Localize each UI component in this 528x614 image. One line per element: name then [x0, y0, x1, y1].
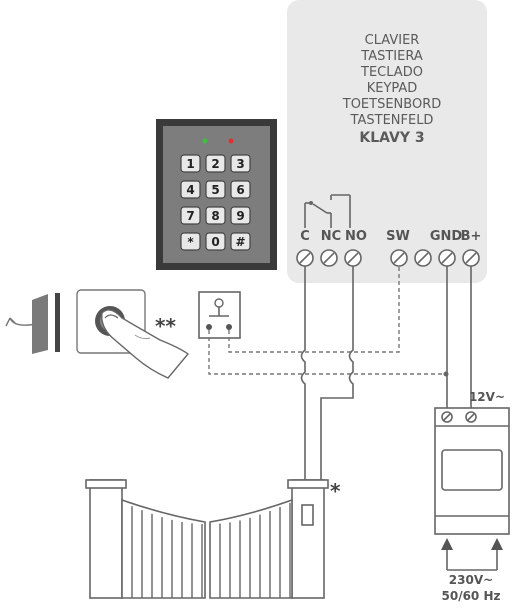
- keypad-device: 1 2 3 4 5 6 7 8 9 * 0 #: [156, 119, 277, 270]
- keypad-key: 9: [230, 206, 251, 225]
- keypad-key-label: 8: [211, 209, 219, 223]
- input-voltage-label: 230V~: [449, 573, 493, 587]
- terminal-labels: C NC NO SW GND B+: [300, 229, 481, 244]
- keypad-key: 3: [230, 154, 251, 173]
- switch-box-icon: [198, 291, 241, 339]
- gate-icon: [85, 479, 329, 599]
- keypad-key-label: 9: [236, 209, 244, 223]
- button-wires: [208, 266, 446, 375]
- keypad-key: 6: [230, 180, 251, 199]
- keypad-key: 7: [180, 206, 201, 225]
- exit-arrow-icon: [5, 317, 37, 327]
- screw-terminal: [390, 249, 408, 267]
- keypad-key: 0: [205, 232, 226, 251]
- screw-terminal: [320, 249, 338, 267]
- terminal-label-no: NO: [345, 229, 367, 244]
- keypad-key-label: 7: [186, 209, 194, 223]
- terminal-label-bplus: B+: [461, 229, 482, 244]
- panel-title-line: KEYPAD: [367, 81, 418, 96]
- keypad-key-label: 2: [211, 157, 219, 171]
- relay-switch-symbol: [304, 194, 351, 228]
- keypad-key-label: 1: [186, 157, 194, 171]
- keypad-key: 4: [180, 180, 201, 199]
- screw-terminal: [462, 249, 480, 267]
- keypad-key-label: *: [187, 235, 194, 249]
- power-wires: [443, 266, 472, 415]
- power-supply-unit: [434, 407, 510, 535]
- keypad-key: 8: [205, 206, 226, 225]
- model-name: KLAVY 3: [359, 130, 424, 146]
- keypad-key: 5: [205, 180, 226, 199]
- screw-terminal: [296, 249, 314, 267]
- mains-arrows: [441, 538, 503, 571]
- screw-terminals: [296, 249, 480, 267]
- relay-wires: [300, 266, 354, 480]
- keypad-key-label: 5: [211, 183, 219, 197]
- panel-title-line: TASTENFELD: [350, 113, 434, 128]
- keypad-key-label: 3: [236, 157, 244, 171]
- module-panel: [287, 0, 487, 283]
- keypad-key-label: 0: [211, 235, 219, 249]
- screw-terminal: [438, 249, 456, 267]
- keypad-keys: 1 2 3 4 5 6 7 8 9 * 0 #: [180, 154, 251, 251]
- door-icon: [32, 293, 60, 354]
- keypad-key-label: 6: [236, 183, 244, 197]
- panel-title-line: CLAVIER: [365, 33, 420, 48]
- output-voltage-label: 12V~: [469, 390, 505, 404]
- keypad-key-label: #: [235, 235, 245, 249]
- screw-terminal: [344, 249, 362, 267]
- keypad-key-label: 4: [186, 183, 194, 197]
- led-red-icon: [228, 138, 234, 144]
- finger-icon: [101, 309, 190, 379]
- panel-title-line: TOETSENBORD: [342, 97, 441, 112]
- keypad-key: 1: [180, 154, 201, 173]
- panel-title-line: TASTIERA: [360, 49, 423, 64]
- led-green-icon: [202, 138, 208, 144]
- gate-mark: *: [330, 479, 341, 503]
- keypad-key: #: [230, 232, 251, 251]
- input-frequency-label: 50/60 Hz: [442, 589, 501, 603]
- keypad-key: *: [180, 232, 201, 251]
- panel-title-line: TECLADO: [360, 65, 423, 80]
- button-mark: **: [155, 314, 176, 338]
- gate-motor: [301, 504, 314, 526]
- terminal-label-nc: NC: [321, 229, 341, 244]
- arrow-up-icon: [441, 538, 453, 550]
- panel-titles: CLAVIER TASTIERA TECLADO KEYPAD TOETSENB…: [342, 33, 441, 146]
- terminal-label-gnd: GND: [430, 229, 463, 244]
- keypad-key: 2: [205, 154, 226, 173]
- screw-terminal: [414, 249, 432, 267]
- terminal-label-c: C: [300, 229, 310, 244]
- terminal-label-sw: SW: [386, 229, 410, 244]
- arrow-up-icon: [491, 538, 503, 550]
